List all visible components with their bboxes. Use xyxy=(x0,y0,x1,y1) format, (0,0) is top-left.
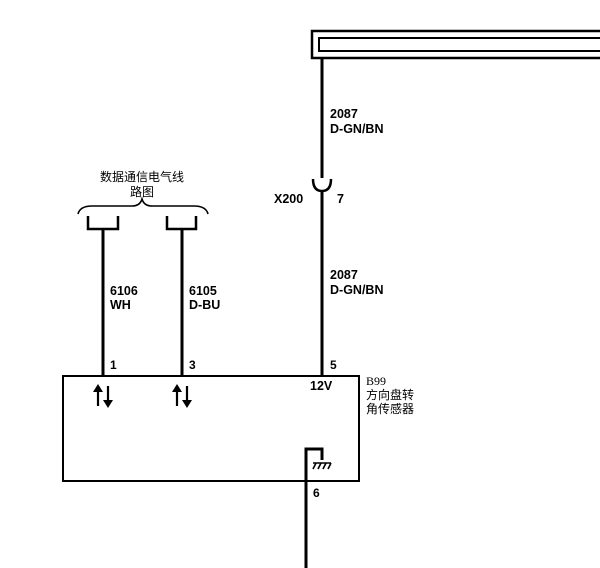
wire-left-circuit: 6106 xyxy=(110,284,138,298)
bus-stub-mid xyxy=(165,216,198,231)
wire-bottom-color: D-GN/BN xyxy=(330,283,383,297)
bus-label-line2: 路图 xyxy=(130,184,154,199)
module-name-line1: 方向盘转 xyxy=(366,387,414,402)
chassis-ground-icon xyxy=(312,462,332,470)
bus-stub-left xyxy=(86,216,120,231)
wire-left-color: WH xyxy=(110,298,131,312)
wire-mid-circuit: 6105 xyxy=(189,284,217,298)
connector-pin: 7 xyxy=(337,192,344,206)
wire-top-color: D-GN/BN xyxy=(330,122,383,136)
module-name-line2: 角传感器 xyxy=(366,401,414,416)
wire-mid-color: D-BU xyxy=(189,298,220,312)
pin-5-label: 5 xyxy=(330,358,337,372)
pin-6-label: 6 xyxy=(313,486,320,500)
power-busbar xyxy=(310,29,600,60)
wire-bottom-circuit: 2087 xyxy=(330,268,358,282)
wire-top-circuit: 2087 xyxy=(330,107,358,121)
pin-3-label: 3 xyxy=(189,358,196,372)
module-id: B99 xyxy=(366,374,386,388)
pin-1-label: 1 xyxy=(110,358,117,372)
module-voltage: 12V xyxy=(310,379,333,393)
bidirectional-arrow-icon xyxy=(93,384,113,408)
bus-brace xyxy=(77,196,209,215)
bus-label-line1: 数据通信电气线 xyxy=(100,169,184,184)
connector-x200-symbol xyxy=(311,178,333,193)
bidirectional-arrow-icon xyxy=(172,384,192,408)
module-ground-path xyxy=(304,447,324,568)
connector-name: X200 xyxy=(274,192,303,206)
module-box xyxy=(62,375,360,482)
